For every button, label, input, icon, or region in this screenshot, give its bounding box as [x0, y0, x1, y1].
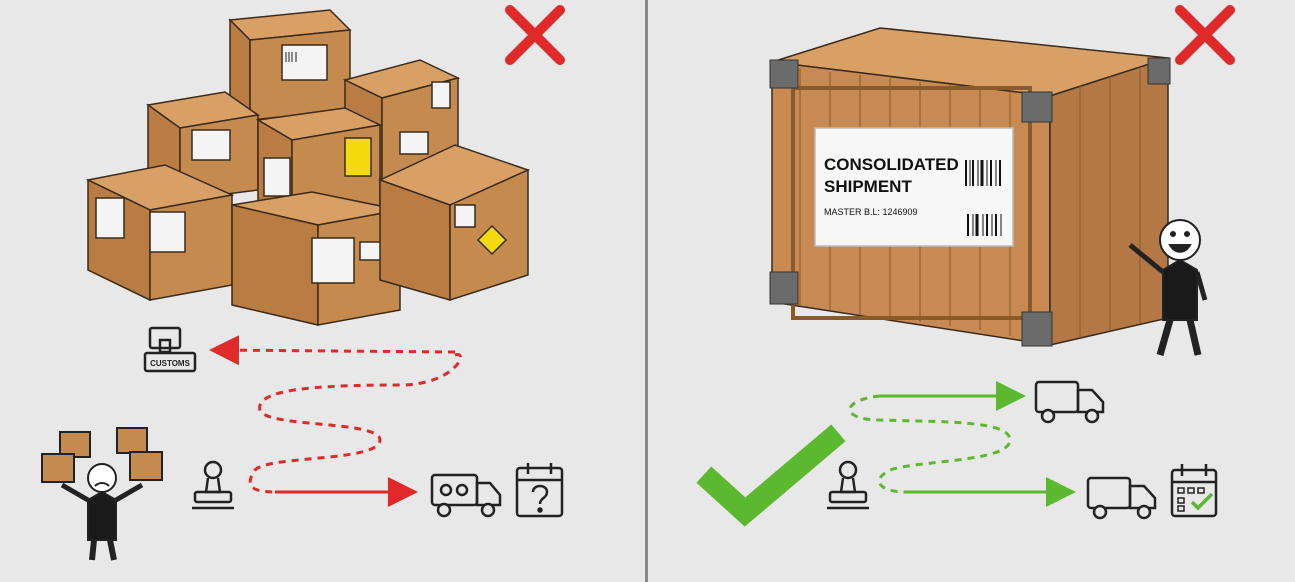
delivery-truck-icon — [1034, 380, 1105, 424]
right-panel: CONSOLIDATED SHIPMENT MASTER B.L: 124690… — [696, 5, 1235, 527]
juggled-boxes — [41, 427, 163, 483]
cross-mark-icon — [505, 5, 565, 65]
delivery-truck-icon — [430, 473, 502, 518]
box — [85, 164, 235, 302]
stamp-icon — [827, 460, 869, 510]
customs-stamp-icon — [143, 326, 197, 373]
delivery-truck-icon — [1086, 476, 1157, 520]
delayed-route-path — [248, 353, 462, 494]
box — [231, 191, 401, 326]
stamp-icon — [192, 460, 234, 510]
crate-title-line1: CONSOLIDATED — [824, 155, 959, 174]
calendar-question-icon — [515, 463, 564, 518]
crate-master-bl: MASTER B.L: 1246909 — [824, 207, 918, 217]
crate-barcode — [965, 160, 1002, 236]
consolidated-crate — [769, 27, 1171, 347]
left-panel: CUSTOMS — [41, 5, 565, 561]
crate-title-line2: SHIPMENT — [824, 177, 912, 196]
panel-divider — [645, 0, 648, 582]
box — [228, 9, 352, 122]
streamlined-route-upper — [848, 394, 1012, 494]
calendar-check-icon — [1170, 464, 1218, 518]
cross-mark-icon — [1175, 5, 1235, 65]
happy-person — [1128, 219, 1208, 356]
box — [378, 144, 531, 302]
check-mark-icon — [696, 424, 846, 527]
stressed-person — [41, 427, 163, 561]
customs-label: CUSTOMS — [150, 359, 191, 368]
scattered-boxes — [85, 9, 531, 326]
delayed-route-top-arrow — [209, 335, 456, 366]
